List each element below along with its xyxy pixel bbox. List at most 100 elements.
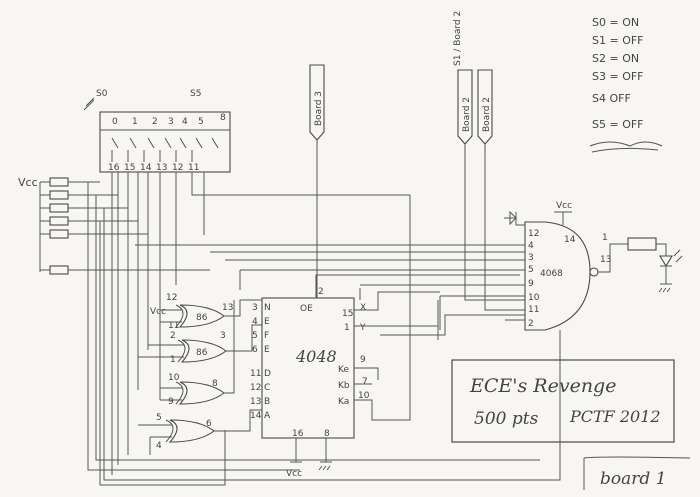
chip-4048-pin9-num: 9 bbox=[360, 355, 366, 365]
xor-gate-6: 6 5 4 bbox=[138, 409, 262, 455]
chip-4048-pin15-name: X bbox=[360, 303, 366, 313]
gate-86b-pin-b: 1 bbox=[170, 355, 176, 365]
chip-4068-in-4: 4 bbox=[528, 241, 534, 251]
board3-label: Board 3 bbox=[314, 91, 324, 126]
switch-pos-0: 0 bbox=[112, 117, 118, 127]
chip-4068-vdd-num: 14 bbox=[564, 235, 576, 245]
chip-4048-pin4-name: E bbox=[264, 317, 270, 327]
chip-4048-pin14-num: 14 bbox=[250, 411, 262, 421]
chip-4048-pin6-num: 6 bbox=[252, 345, 258, 355]
switch-pos-5: 5 bbox=[198, 117, 204, 127]
gate-86b-pin-a: 2 bbox=[170, 331, 176, 341]
switch-s5-header: S5 bbox=[190, 89, 201, 99]
chip-4048-pin9-name: Ke bbox=[338, 365, 349, 375]
chip-4048-pin5-name: F bbox=[264, 331, 269, 341]
chip-4048-pin3-name: N bbox=[264, 303, 271, 313]
switch-pos-4: 4 bbox=[182, 117, 188, 127]
switch-pin-12: 12 bbox=[172, 163, 183, 173]
gate-6-pin-a: 5 bbox=[156, 413, 162, 423]
chip-4048-pin15-num: 15 bbox=[342, 309, 353, 319]
chip-4048-oe-num: 2 bbox=[318, 287, 324, 297]
chip-4068-in-12: 12 bbox=[528, 229, 539, 239]
gate-86b-pin-out: 3 bbox=[220, 331, 226, 341]
chip-4068-in-11: 11 bbox=[528, 305, 539, 315]
chip-4048-pin1-num: 1 bbox=[344, 323, 350, 333]
chip-4048-pin13-num: 13 bbox=[250, 397, 261, 407]
output-resistor bbox=[627, 237, 657, 251]
chip-4048-pin7-name: Kb bbox=[338, 381, 350, 391]
switch-s0-header: S0 bbox=[96, 89, 108, 99]
chip-4068-out-pin1: 1 bbox=[602, 233, 608, 243]
chip-4048-pin12-name: C bbox=[264, 383, 270, 393]
title-line1: ECE's Revenge bbox=[469, 375, 616, 397]
chip-4048-pin11-num: 11 bbox=[250, 369, 261, 379]
chip-4068-label: 4068 bbox=[540, 269, 563, 279]
legend-s2: S2 = ON bbox=[592, 52, 639, 65]
title-box bbox=[451, 359, 675, 443]
chip-4048-vdd-num: 16 bbox=[292, 429, 304, 439]
xor-gate-8: 8 10 9 bbox=[159, 285, 235, 407]
switch-pos-2: 2 bbox=[152, 117, 158, 127]
chip-4048-label: 4048 bbox=[295, 347, 337, 366]
chip-4048-pin11-name: D bbox=[264, 369, 271, 379]
chip-4068-in-10: 10 bbox=[528, 293, 540, 303]
switch-pin-15: 15 bbox=[124, 163, 135, 173]
s1-board2-label: S1 / Board 2 bbox=[453, 11, 463, 66]
chip-4048: 4048 OE 2 3 N 4 E 5 F 6 E 11 D 12 C 13 B… bbox=[250, 195, 440, 479]
wires-to-4068 bbox=[135, 244, 525, 340]
chip-4068: Vcc 4068 14 12 4 3 5 9 10 11 2 13 1 bbox=[504, 201, 628, 331]
legend-s1: S1 = OFF bbox=[592, 34, 644, 47]
legend-scribble bbox=[589, 141, 663, 153]
legend-s5: S5 = OFF bbox=[592, 118, 644, 131]
switch-pos-3: 3 bbox=[168, 117, 174, 127]
chip-4068-in-5: 5 bbox=[528, 265, 534, 275]
pullup-resistors: Vcc bbox=[18, 176, 158, 275]
switch-body bbox=[99, 111, 231, 173]
vcc-label-gate: Vcc bbox=[150, 307, 166, 317]
chip-4048-pin7-num: 7 bbox=[362, 377, 368, 387]
title-block: ECE's Revenge 500 pts PCTF 2012 board 1 bbox=[451, 359, 691, 490]
connector-board2: Board 2 Board 2 S1 / Board 2 bbox=[453, 11, 525, 311]
gate-86a-label: 86 bbox=[196, 313, 208, 323]
switch-pos-1: 1 bbox=[132, 117, 138, 127]
gate-86b-label: 86 bbox=[196, 348, 208, 358]
legend-s0: S0 = ON bbox=[592, 16, 639, 29]
board2b-label: Board 2 bbox=[482, 97, 492, 132]
gate-86a-pin-b: 11 bbox=[168, 321, 179, 331]
chip-4048-oe: OE bbox=[300, 304, 313, 314]
switch-state-legend: S0 = ON S1 = OFF S2 = ON S3 = OFF S4 OFF… bbox=[589, 16, 663, 153]
chip-4068-vcc: Vcc bbox=[556, 201, 572, 211]
chip-4068-in-2: 2 bbox=[528, 319, 534, 329]
gate-6-pin-b: 4 bbox=[156, 441, 162, 451]
legend-s4: S4 OFF bbox=[592, 92, 631, 105]
chip-4048-body bbox=[261, 297, 355, 439]
switch-pin-11: 11 bbox=[188, 163, 199, 173]
chip-4048-vcc: Vcc bbox=[286, 469, 302, 479]
connector-board3: Board 3 bbox=[309, 64, 325, 298]
gate-6-label: 6 bbox=[206, 419, 212, 429]
gate-86a-pin-a: 12 bbox=[166, 293, 177, 303]
led bbox=[659, 255, 673, 268]
switch-pin-14: 14 bbox=[140, 163, 152, 173]
chip-4068-in-3: 3 bbox=[528, 253, 534, 263]
chip-4048-pin13-name: B bbox=[264, 397, 270, 407]
switch-pin-16: 16 bbox=[108, 163, 120, 173]
vcc-label-left: Vcc bbox=[18, 176, 38, 189]
output-led bbox=[627, 237, 683, 293]
xor-gate-86a: 86 12 11 13 Vcc bbox=[150, 293, 262, 331]
board2a-label: Board 2 bbox=[462, 97, 472, 132]
chip-4068-out-pin: 13 bbox=[600, 255, 611, 265]
chip-4048-pin4-num: 4 bbox=[252, 317, 258, 327]
switch-end-label: 8 bbox=[220, 113, 226, 123]
chip-4048-pin3-num: 3 bbox=[252, 303, 258, 313]
chip-4048-pin12-num: 12 bbox=[250, 383, 261, 393]
chip-4068-in-9: 9 bbox=[528, 279, 534, 289]
chip-4048-pin6-name: E bbox=[264, 345, 270, 355]
chip-4048-pin10-name: Ka bbox=[338, 397, 349, 407]
xor-gate-86b: 86 2 1 3 bbox=[138, 324, 262, 365]
chip-4048-vss-num: 8 bbox=[324, 429, 330, 439]
gate-8-pin-a: 10 bbox=[168, 373, 180, 383]
gate-8-label: 8 bbox=[212, 379, 218, 389]
